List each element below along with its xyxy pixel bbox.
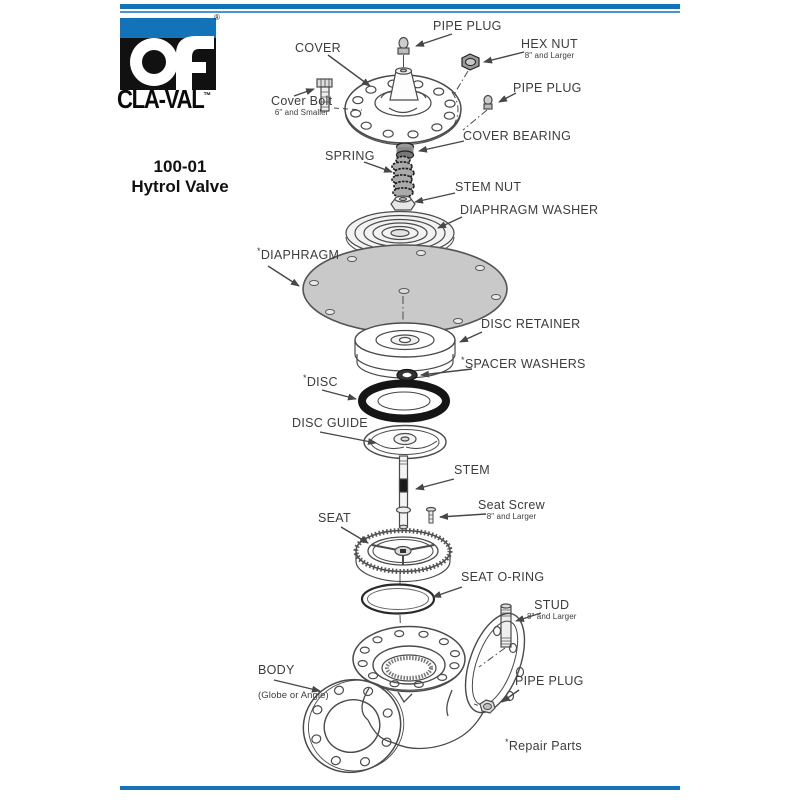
label-text: PIPE PLUG <box>515 674 584 688</box>
diaphragm-washer-part <box>345 210 455 284</box>
label-diaphragm-washer: DIAPHRAGM WASHER <box>460 203 598 217</box>
cover-part <box>344 67 462 146</box>
label-cover-bearing: COVER BEARING <box>463 129 571 143</box>
stem-part <box>395 455 412 530</box>
label-text: COVER BEARING <box>463 129 572 143</box>
label-stem: STEM <box>454 463 490 477</box>
label-text: Repair Parts <box>508 739 582 754</box>
seat-part <box>353 528 453 585</box>
spacer-washers-part <box>396 368 418 382</box>
label-subtext: 6" and Smaller <box>274 108 329 117</box>
top-rule-thick <box>120 4 680 9</box>
label-repair-parts: *Repair Parts <box>505 737 582 753</box>
stud-part <box>478 603 512 668</box>
product-name: Hytrol Valve <box>131 177 229 196</box>
label-seat: SEAT <box>318 511 351 525</box>
label-disc: *DISC <box>303 373 338 389</box>
hex-nut-part <box>452 53 480 97</box>
repair-part-star: * <box>257 246 261 256</box>
label-text: STEM <box>454 463 490 477</box>
label-text: Seat Screw <box>478 498 545 512</box>
label-spring: SPRING <box>325 149 375 163</box>
label-text: DISC RETAINER <box>481 317 581 331</box>
seat-screw-part <box>425 506 437 524</box>
label-text: SEAT O-RING <box>461 570 545 584</box>
label-seat-o-ring: SEAT O-RING <box>461 570 544 584</box>
brand-text: CLA-VAL <box>117 84 205 114</box>
disc-guide-part <box>363 424 447 460</box>
pipe-plug-top-part <box>397 36 410 67</box>
label-subtext: (Globe or Angle) <box>258 690 329 701</box>
product-code: 100-01 <box>153 157 207 176</box>
disc-part <box>358 379 450 423</box>
callout-arrows <box>267 33 542 703</box>
label-text: COVER <box>295 41 341 55</box>
spring-part <box>391 155 415 198</box>
label-text: Cover Bolt <box>271 94 333 108</box>
label-subtext: 8" and Larger <box>486 512 537 521</box>
label-text: SEAT <box>318 511 351 525</box>
label-text: DISC <box>306 375 338 390</box>
label-text: SPRING <box>325 149 375 163</box>
label-text: DIAPHRAGM WASHER <box>460 203 599 217</box>
cla-val-logo-mark <box>120 18 216 90</box>
label-disc-guide: DISC GUIDE <box>292 416 368 430</box>
label-subtext: 8" and Larger <box>527 612 577 621</box>
label-stem-nut: STEM NUT <box>455 180 521 194</box>
registered-mark: ® <box>214 13 220 22</box>
brand-wordmark: CLA-VAL™ <box>117 84 211 115</box>
top-rule-thin <box>120 11 680 13</box>
label-spacer-washers: *SPACER WASHERS <box>461 355 586 371</box>
label-pipe-plug-top: PIPE PLUG <box>433 19 502 33</box>
label-text: PIPE PLUG <box>433 19 502 33</box>
label-disc-retainer: DISC RETAINER <box>481 317 581 331</box>
label-text: HEX NUT <box>521 37 578 51</box>
trademark: ™ <box>203 90 212 101</box>
label-diaphragm: *DIAPHRAGM <box>257 246 339 262</box>
label-subtext: 8" and Larger <box>524 51 575 60</box>
repair-part-star: * <box>303 373 307 383</box>
label-text: DIAPHRAGM <box>260 248 340 263</box>
bottom-rule <box>120 786 680 790</box>
label-text: DISC GUIDE <box>292 416 368 430</box>
cla-val-logo <box>120 18 216 90</box>
pipe-plug-upper-part <box>462 94 493 131</box>
label-body: BODY (Globe or Angle) <box>258 663 329 701</box>
cover-bolt-part <box>316 78 363 112</box>
label-pipe-plug-body: PIPE PLUG <box>515 674 584 688</box>
label-pipe-plug-upper: PIPE PLUG <box>513 81 582 95</box>
pipe-plug-body-part <box>473 699 496 714</box>
body-part <box>302 612 526 774</box>
seat-o-ring-part <box>360 583 436 645</box>
label-text: BODY <box>258 663 295 677</box>
label-text: STEM NUT <box>455 180 522 194</box>
diaphragm-part <box>302 244 508 334</box>
label-text: SPACER WASHERS <box>464 357 586 372</box>
label-cover: COVER <box>295 41 341 55</box>
label-text: STUD <box>534 598 570 612</box>
repair-part-star: * <box>505 737 509 747</box>
repair-part-star: * <box>461 355 465 365</box>
label-text: PIPE PLUG <box>513 81 582 95</box>
